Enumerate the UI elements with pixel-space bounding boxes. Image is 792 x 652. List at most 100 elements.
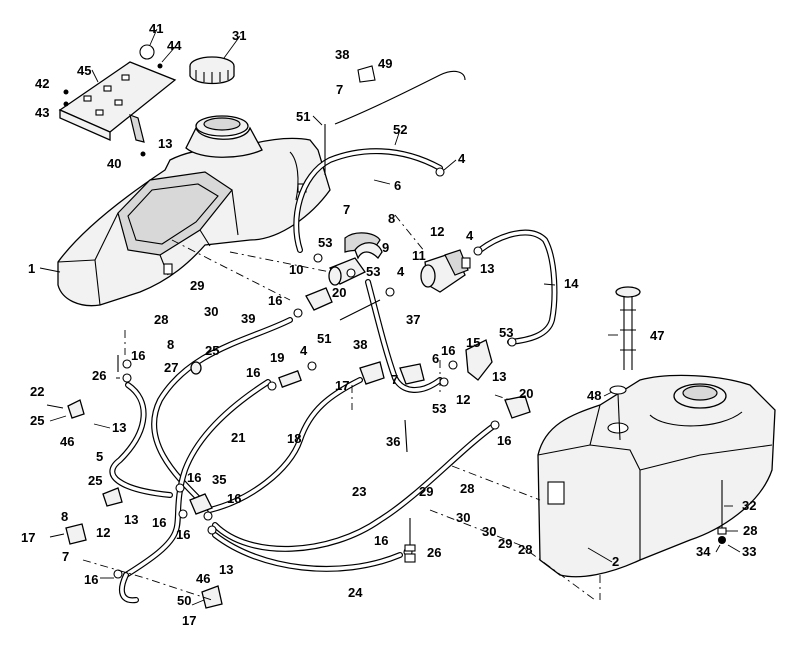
callout-13: 13 <box>480 261 494 276</box>
callout-28: 28 <box>518 542 532 557</box>
callout-13: 13 <box>112 420 126 435</box>
callout-12: 12 <box>96 525 110 540</box>
callout-51: 51 <box>296 109 310 124</box>
callout-10: 10 <box>289 262 303 277</box>
callout-16: 16 <box>176 527 190 542</box>
callout-6: 6 <box>394 178 401 193</box>
callout-32: 32 <box>742 498 756 513</box>
callout-11: 11 <box>412 248 426 263</box>
callout-47: 47 <box>650 328 664 343</box>
callout-53: 53 <box>366 264 380 279</box>
callout-13: 13 <box>492 369 506 384</box>
callout-30: 30 <box>204 304 218 319</box>
callout-40: 40 <box>107 156 121 171</box>
right-fuel-tank <box>537 374 776 578</box>
cables-and-rods <box>324 65 727 544</box>
callout-53: 53 <box>432 401 446 416</box>
callout-9: 9 <box>382 240 389 255</box>
callout-35: 35 <box>212 472 226 487</box>
callout-4: 4 <box>466 228 474 243</box>
callout-13: 13 <box>158 136 172 151</box>
callout-8: 8 <box>61 509 68 524</box>
fuel-pump <box>420 249 471 293</box>
callout-46: 46 <box>196 571 210 586</box>
callout-5: 5 <box>96 449 103 464</box>
callout-34: 34 <box>696 544 711 559</box>
fuel-cap <box>189 56 235 85</box>
callout-8: 8 <box>167 337 174 352</box>
callout-26: 26 <box>427 545 441 560</box>
fuel-gauge-sender <box>609 286 641 441</box>
callout-16: 16 <box>131 348 145 363</box>
callout-16: 16 <box>187 470 201 485</box>
callout-16: 16 <box>268 293 282 308</box>
callout-51: 51 <box>317 331 331 346</box>
callout-20: 20 <box>332 285 346 300</box>
callout-14: 14 <box>564 276 579 291</box>
callout-30: 30 <box>456 510 470 525</box>
callout-20: 20 <box>519 386 533 401</box>
callout-28: 28 <box>743 523 757 538</box>
callout-38: 38 <box>353 337 367 352</box>
callout-12: 12 <box>430 224 444 239</box>
callout-16: 16 <box>227 491 241 506</box>
callout-29: 29 <box>190 278 204 293</box>
callout-42: 42 <box>35 76 49 91</box>
callout-16: 16 <box>441 343 455 358</box>
callout-46: 46 <box>60 434 74 449</box>
callout-16: 16 <box>152 515 166 530</box>
fuel-fittings <box>65 167 531 609</box>
callout-53: 53 <box>318 235 332 250</box>
callout-48: 48 <box>587 388 601 403</box>
callout-18: 18 <box>287 431 301 446</box>
callout-22: 22 <box>30 384 44 399</box>
callout-4: 4 <box>397 264 405 279</box>
callout-labels: 1 2 4 4 4 4 5 6 6 7 7 7 7 8 8 8 9 10 11 … <box>21 21 757 628</box>
callout-17: 17 <box>182 613 196 628</box>
callout-30: 30 <box>482 524 496 539</box>
callout-23: 23 <box>352 484 366 499</box>
callout-13: 13 <box>219 562 233 577</box>
callout-53: 53 <box>499 325 513 340</box>
callout-29: 29 <box>419 484 433 499</box>
callout-33: 33 <box>742 544 756 559</box>
callout-31: 31 <box>232 28 246 43</box>
callout-25: 25 <box>88 473 102 488</box>
callout-21: 21 <box>231 430 245 445</box>
callout-4: 4 <box>458 151 466 166</box>
callout-28: 28 <box>460 481 474 496</box>
callout-16: 16 <box>246 365 260 380</box>
callout-17: 17 <box>21 530 35 545</box>
callout-45: 45 <box>77 63 91 78</box>
callout-37: 37 <box>406 312 420 327</box>
callout-27: 27 <box>164 360 178 375</box>
callout-52: 52 <box>393 122 407 137</box>
callout-25: 25 <box>30 413 44 428</box>
callout-28: 28 <box>154 312 168 327</box>
callout-16: 16 <box>497 433 511 448</box>
callout-1: 1 <box>28 261 35 276</box>
callout-7: 7 <box>391 372 398 387</box>
callout-6: 6 <box>432 351 439 366</box>
callout-26: 26 <box>92 368 106 383</box>
callout-24: 24 <box>348 585 363 600</box>
callout-17: 17 <box>335 378 349 393</box>
callout-36: 36 <box>386 434 400 449</box>
callout-25: 25 <box>205 343 219 358</box>
callout-13: 13 <box>124 512 138 527</box>
callout-7: 7 <box>62 549 69 564</box>
left-fuel-tank <box>57 115 331 307</box>
callout-7: 7 <box>343 202 350 217</box>
callout-39: 39 <box>241 311 255 326</box>
callout-38: 38 <box>335 47 349 62</box>
callout-49: 49 <box>378 56 392 71</box>
callout-29: 29 <box>498 536 512 551</box>
callout-41: 41 <box>149 21 163 36</box>
callout-15: 15 <box>466 335 480 350</box>
callout-8: 8 <box>388 211 395 226</box>
callout-44: 44 <box>167 38 182 53</box>
callout-16: 16 <box>84 572 98 587</box>
fuel-hoses <box>109 148 558 604</box>
callout-50: 50 <box>177 593 191 608</box>
